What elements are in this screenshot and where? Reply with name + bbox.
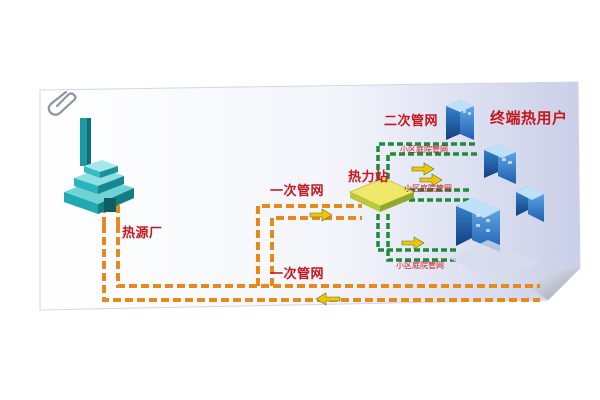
heat-station-icon: [349, 177, 415, 212]
primary-supply-pipe: [102, 200, 120, 225]
primary-network-upper-label: 一次管网: [270, 184, 325, 199]
secondary-network-pipes: [376, 142, 478, 262]
yard-network-label-1: 小区庭院管网: [400, 145, 448, 154]
factory-icon: [64, 118, 134, 214]
building-icon: [446, 100, 544, 282]
yard-network-label-2: 小区庭院管网: [404, 184, 452, 193]
secondary-network-label: 二次管网: [384, 114, 439, 129]
end-users-label: 终端热用户: [490, 109, 568, 127]
heat-source-label: 热源厂: [122, 226, 163, 241]
heat-station-label: 热力站: [348, 170, 389, 185]
paper-sheet: [39, 81, 581, 311]
paperclip-icon: [47, 90, 77, 116]
primary-network-lower-label: 一次管网: [270, 267, 325, 282]
primary-return-pipe: [102, 204, 540, 302]
yard-network-label-3: 小区庭院管网: [396, 261, 444, 270]
flow-arrow-icon: [309, 162, 443, 306]
